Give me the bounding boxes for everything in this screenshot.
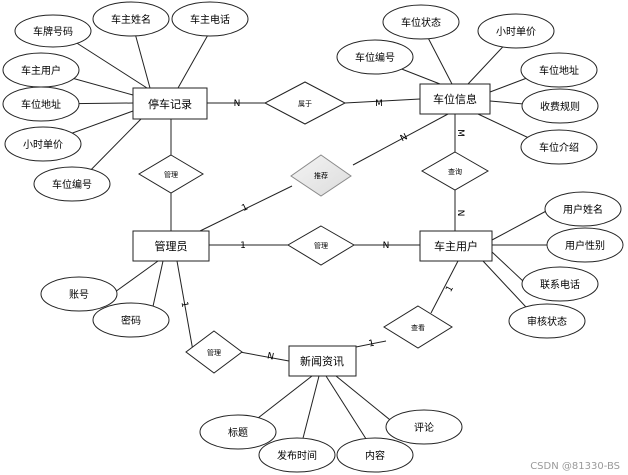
attr-space-hourly-price: 小时单价 xyxy=(477,13,555,49)
svg-text:发布时间: 发布时间 xyxy=(277,449,317,462)
entity-space-info: 车位信息 xyxy=(419,83,491,115)
attr-record-owner-phone: 车主电话 xyxy=(171,1,249,37)
svg-text:车主用户: 车主用户 xyxy=(21,64,61,77)
attr-space-fee-rules: 收费规则 xyxy=(521,88,599,124)
attr-space-description: 车位介绍 xyxy=(520,129,598,165)
card-query-space: M xyxy=(455,129,465,137)
svg-text:停车记录: 停车记录 xyxy=(148,97,192,111)
attr-record-owner-user: 车主用户 xyxy=(2,52,80,88)
svg-text:管理: 管理 xyxy=(164,170,178,179)
card-manage-news-admin: 1 xyxy=(179,301,190,308)
attr-record-owner-name: 车主姓名 xyxy=(92,1,170,37)
attr-space-address: 车位地址 xyxy=(520,52,598,88)
svg-text:推荐: 推荐 xyxy=(314,171,328,180)
svg-text:管理: 管理 xyxy=(314,241,328,250)
card-query-owner: N xyxy=(455,210,465,217)
svg-text:管理员: 管理员 xyxy=(155,239,188,253)
attr-owner-gender: 用户性别 xyxy=(546,227,624,263)
attr-owner-phone: 联系电话 xyxy=(521,266,599,302)
attr-news-comment: 评论 xyxy=(385,409,463,445)
svg-text:内容: 内容 xyxy=(365,449,385,462)
svg-text:用户姓名: 用户姓名 xyxy=(563,203,603,216)
svg-text:车主用户: 车主用户 xyxy=(434,239,478,253)
relation-manage-record: 管理 xyxy=(138,154,204,194)
svg-text:账号: 账号 xyxy=(69,289,89,301)
attr-news-content: 内容 xyxy=(336,437,414,473)
svg-text:审核状态: 审核状态 xyxy=(527,315,567,328)
svg-text:车牌号码: 车牌号码 xyxy=(33,25,73,38)
entity-owner: 车主用户 xyxy=(419,230,493,262)
svg-text:管理: 管理 xyxy=(207,348,221,357)
card-recommend-admin: 1 xyxy=(240,202,250,214)
card-manage-owner-owner: N xyxy=(383,241,390,251)
attr-owner-review-status: 审核状态 xyxy=(508,303,586,339)
card-recommend-space: N xyxy=(399,132,409,144)
relation-manage-news: 管理 xyxy=(185,330,243,374)
svg-text:小时单价: 小时单价 xyxy=(496,26,536,38)
attr-admin-account: 账号 xyxy=(40,276,118,312)
svg-text:车位信息: 车位信息 xyxy=(433,92,477,106)
svg-text:标题: 标题 xyxy=(228,427,248,439)
svg-text:车主姓名: 车主姓名 xyxy=(111,13,151,26)
relation-browse: 查看 xyxy=(383,305,453,349)
attr-record-space-address: 车位地址 xyxy=(2,86,80,122)
card-belongs-right: M xyxy=(375,99,383,109)
card-browse-owner: 1 xyxy=(444,284,456,294)
svg-text:密码: 密码 xyxy=(121,314,141,327)
card-manage-owner-admin: 1 xyxy=(240,241,246,251)
svg-text:评论: 评论 xyxy=(414,421,434,434)
attr-admin-password: 密码 xyxy=(92,302,170,338)
svg-text:联系电话: 联系电话 xyxy=(540,278,580,291)
svg-text:查看: 查看 xyxy=(411,323,425,332)
svg-text:车位状态: 车位状态 xyxy=(401,16,441,29)
attr-owner-name: 用户姓名 xyxy=(544,191,622,227)
attr-news-publish-time: 发布时间 xyxy=(258,437,336,473)
relation-recommend: 推荐 xyxy=(290,154,352,197)
svg-text:车主电话: 车主电话 xyxy=(190,13,230,26)
attr-record-hourly-price: 小时单价 xyxy=(4,126,82,162)
svg-text:车位地址: 车位地址 xyxy=(21,98,61,111)
card-manage-news-news: N xyxy=(266,351,275,362)
attr-news-title: 标题 xyxy=(199,414,277,450)
relation-manage-owner: 管理 xyxy=(287,225,355,266)
entity-parking-record: 停车记录 xyxy=(132,87,208,120)
relation-query: 查询 xyxy=(420,151,490,191)
attr-space-status: 车位状态 xyxy=(382,4,460,40)
card-belongs-left: N xyxy=(234,99,241,109)
svg-text:新闻资讯: 新闻资讯 xyxy=(300,354,344,368)
entity-news: 新闻资讯 xyxy=(288,345,357,377)
svg-text:车位编号: 车位编号 xyxy=(355,51,395,64)
attr-record-plate-number: 车牌号码 xyxy=(14,14,92,48)
svg-text:车位介绍: 车位介绍 xyxy=(539,141,579,154)
svg-text:用户性别: 用户性别 xyxy=(565,239,605,252)
svg-text:车位编号: 车位编号 xyxy=(52,178,92,191)
entity-admin: 管理员 xyxy=(132,230,210,262)
svg-text:小时单价: 小时单价 xyxy=(23,139,63,151)
svg-text:查询: 查询 xyxy=(448,167,462,176)
attr-space-number: 车位编号 xyxy=(336,39,414,75)
svg-text:属于: 属于 xyxy=(298,100,312,108)
svg-text:收费规则: 收费规则 xyxy=(540,100,580,113)
watermark: CSDN @81330-BS xyxy=(530,461,620,472)
svg-text:车位地址: 车位地址 xyxy=(539,64,579,77)
attr-record-space-number: 车位编号 xyxy=(33,166,111,202)
relation-belongs: 属于 xyxy=(263,81,347,125)
card-browse-news: 1 xyxy=(368,339,376,350)
